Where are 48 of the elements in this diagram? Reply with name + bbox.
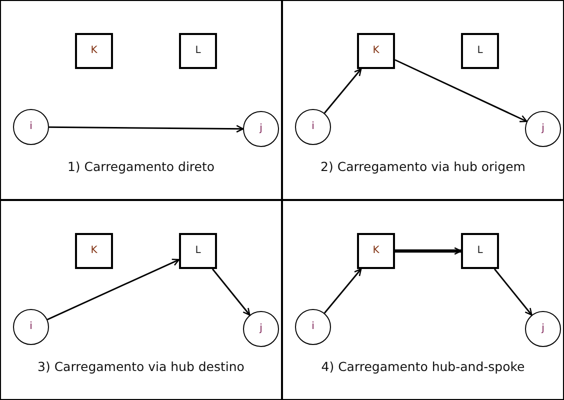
arrow: [395, 247, 462, 255]
arrow: [324, 268, 362, 314]
panel: [282, 200, 564, 400]
hub-box: [357, 33, 395, 69]
node-label: L: [477, 246, 483, 256]
node-label: L: [195, 46, 201, 56]
panel: [282, 0, 564, 200]
node-label: L: [195, 246, 201, 256]
node-label: K: [372, 46, 380, 56]
node-label: K: [90, 246, 98, 256]
node-label: j: [542, 324, 544, 334]
arrow: [49, 124, 244, 133]
node-circle: [243, 111, 279, 147]
node-circle: [525, 111, 561, 147]
panel-caption: 2) Carregamento via hub origem: [320, 159, 526, 174]
node-circle: [525, 311, 561, 347]
arrow: [394, 59, 528, 122]
hub-box: [357, 233, 395, 269]
hub-box: [179, 33, 217, 69]
hub-box: [75, 33, 113, 69]
node-label: j: [260, 124, 262, 134]
arrow: [47, 258, 180, 320]
panel-caption: 4) Carregamento hub-and-spoke: [321, 359, 525, 374]
node-label: j: [542, 124, 544, 134]
node-label: K: [90, 46, 98, 56]
panel: [0, 200, 282, 400]
node-label: j: [260, 324, 262, 334]
node-label: K: [372, 246, 380, 256]
arrow: [494, 268, 532, 316]
hub-box: [75, 233, 113, 269]
panel-caption: 1) Carregamento direto: [67, 159, 215, 174]
node-label: i: [30, 322, 32, 332]
node-circle: [295, 109, 331, 145]
panel-caption: 3) Carregamento via hub destino: [38, 359, 244, 374]
node-circle: [13, 309, 49, 345]
node-circle: [243, 311, 279, 347]
hub-box: [179, 233, 217, 269]
node-circle: [295, 309, 331, 345]
node-label: L: [477, 46, 483, 56]
panel: [0, 0, 282, 200]
arrow: [212, 268, 250, 316]
hub-box: [461, 233, 499, 269]
hub-box: [461, 33, 499, 69]
node-label: i: [312, 122, 314, 132]
node-label: i: [30, 122, 32, 132]
node-circle: [13, 109, 49, 145]
node-label: i: [312, 322, 314, 332]
arrow: [324, 68, 362, 114]
